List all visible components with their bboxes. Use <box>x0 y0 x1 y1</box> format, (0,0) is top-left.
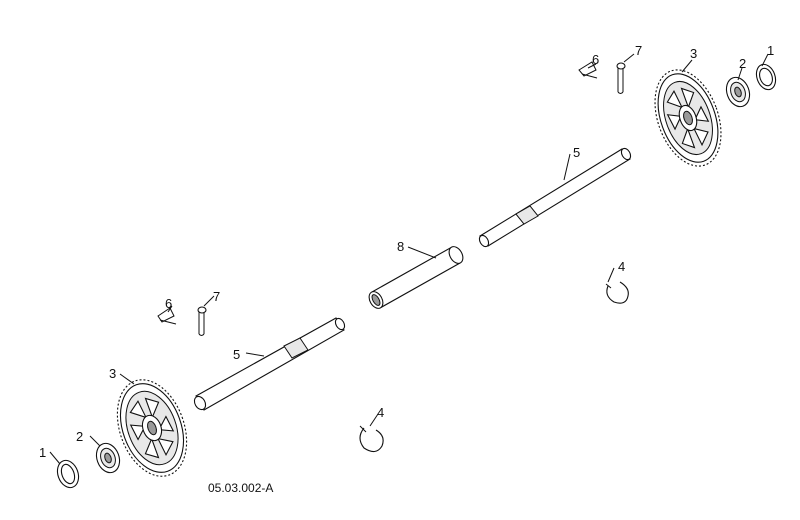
washer-right <box>755 63 777 91</box>
retaining-ring-right <box>605 281 629 304</box>
callout-washer-right: 1 <box>767 43 774 58</box>
spring-clip-left <box>157 307 177 325</box>
callout-spring-clip-right: 6 <box>592 52 599 67</box>
bushing-left <box>95 442 121 474</box>
spring-clip-right <box>578 61 598 79</box>
pin-right <box>616 62 626 94</box>
shaft-right <box>478 147 632 248</box>
callout-spring-clip-left: 6 <box>165 296 172 311</box>
gear-left <box>116 379 188 477</box>
callout-bushing-right: 2 <box>739 56 746 71</box>
callout-gear-right: 3 <box>690 46 697 61</box>
pin-left <box>197 306 207 336</box>
callout-tube-center: 8 <box>397 239 404 254</box>
callout-gear-left: 3 <box>109 366 116 381</box>
callout-retaining-ring-right: 4 <box>618 259 625 274</box>
bushing-right <box>725 76 751 108</box>
gear-right <box>654 69 722 167</box>
shaft-left <box>193 317 346 411</box>
callout-bushing-left: 2 <box>76 429 83 444</box>
callout-pin-right: 7 <box>635 43 642 58</box>
callout-shaft-right: 5 <box>573 145 580 160</box>
retaining-ring-left <box>359 425 384 453</box>
callout-shaft-left: 5 <box>233 347 240 362</box>
washer-left <box>56 459 80 489</box>
callout-washer-left: 1 <box>39 445 46 460</box>
drawing-reference-code: 05.03.002-A <box>208 481 273 495</box>
leader-lines <box>49 53 769 465</box>
callout-pin-left: 7 <box>213 289 220 304</box>
tube-center <box>368 246 464 309</box>
callout-retaining-ring-left: 4 <box>377 405 384 420</box>
